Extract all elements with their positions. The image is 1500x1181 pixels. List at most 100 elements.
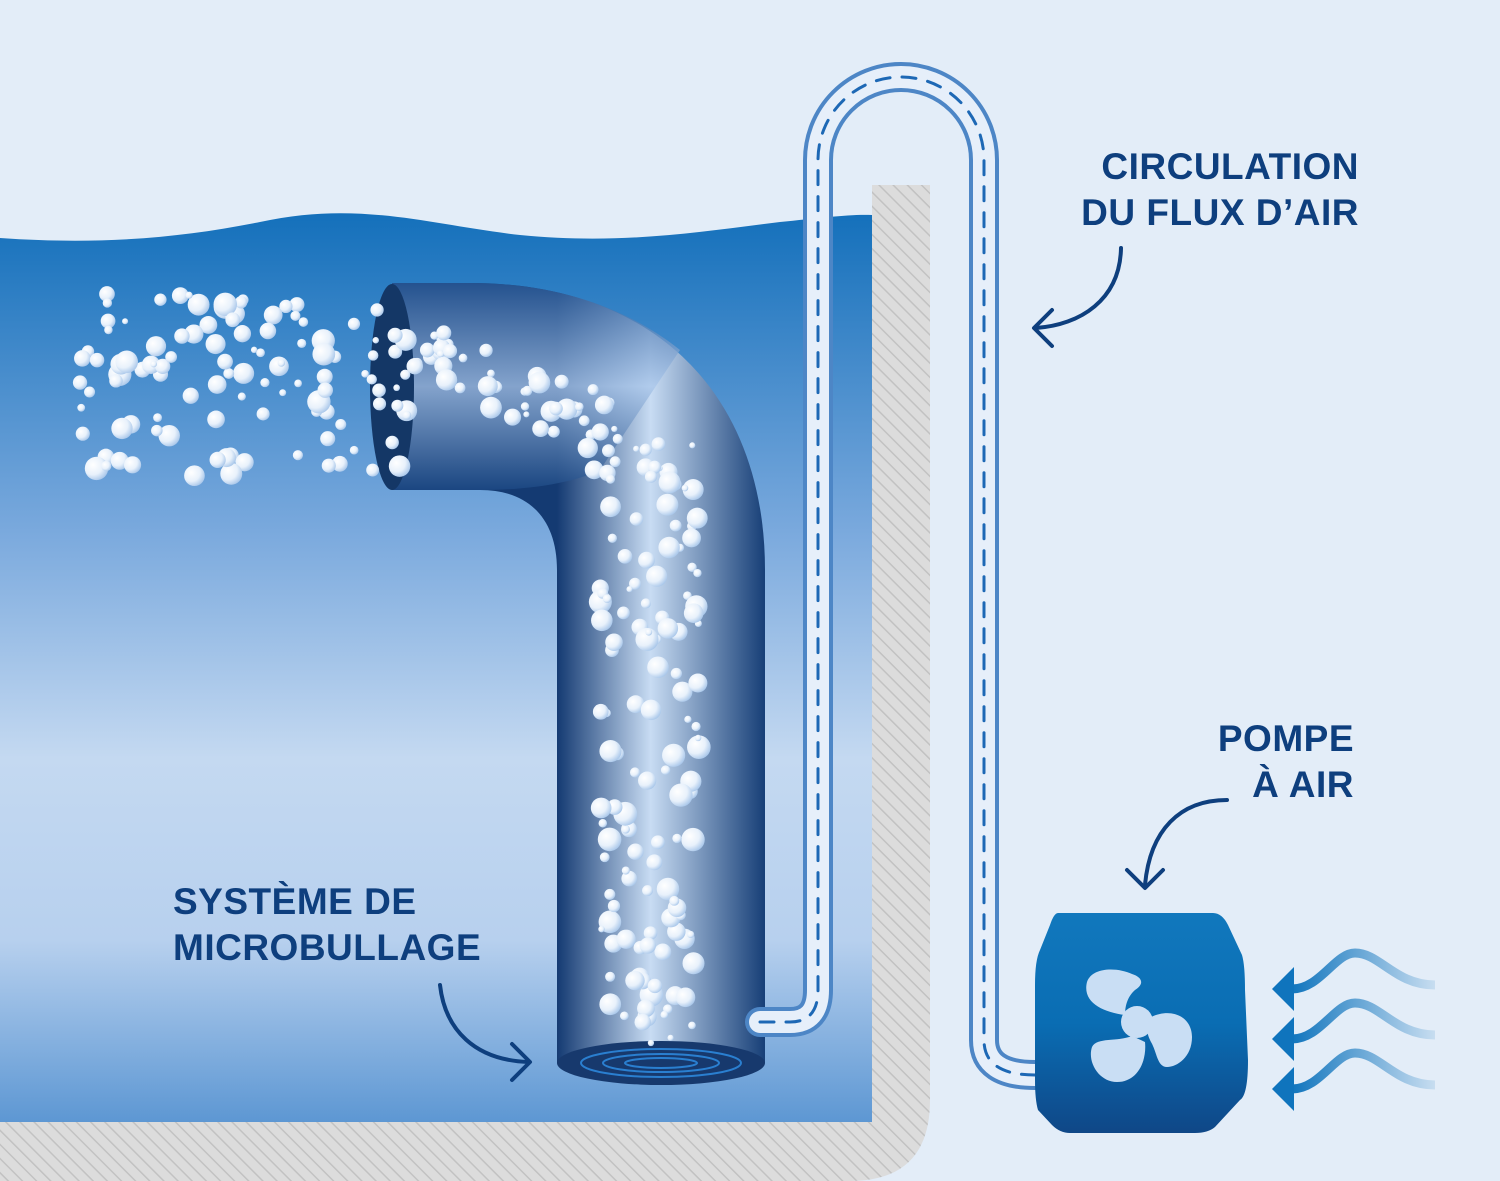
bubble-icon xyxy=(591,423,609,441)
bubble-icon xyxy=(635,627,659,651)
bubble-icon xyxy=(294,379,302,388)
bubble-icon xyxy=(599,852,610,863)
bubble-icon xyxy=(669,783,693,807)
bubble-icon xyxy=(684,715,692,723)
bubble-icon xyxy=(675,987,696,1008)
bubble-icon xyxy=(621,866,630,875)
bubble-icon xyxy=(205,334,226,355)
bubble-icon xyxy=(651,835,665,850)
bubble-icon xyxy=(605,971,616,982)
bubble-icon xyxy=(104,325,113,335)
bubble-icon xyxy=(320,431,336,447)
bubble-icon xyxy=(634,1013,651,1031)
bubble-icon xyxy=(640,699,662,721)
bubble-icon xyxy=(477,376,498,397)
bubble-icon xyxy=(225,312,241,328)
bubble-icon xyxy=(660,1010,669,1019)
bubble-icon xyxy=(150,360,157,368)
bubble-icon xyxy=(532,420,549,438)
bubble-icon xyxy=(182,387,199,404)
bubble-icon xyxy=(621,870,638,887)
bubble-icon xyxy=(366,374,377,385)
bubble-icon xyxy=(84,456,109,481)
arrow-icon xyxy=(1272,967,1294,1111)
bubble-icon xyxy=(669,519,682,532)
bubble-icon xyxy=(207,410,225,429)
bubble-icon xyxy=(693,568,702,578)
bubble-icon xyxy=(522,385,533,396)
bubble-icon xyxy=(669,895,680,906)
bubble-icon xyxy=(250,346,258,354)
bubble-icon xyxy=(72,375,88,390)
bubble-icon xyxy=(626,586,633,593)
bubble-icon xyxy=(263,305,283,325)
bubble-icon xyxy=(642,885,654,897)
bubble-icon xyxy=(694,734,702,742)
bubble-icon xyxy=(688,1021,696,1030)
bubble-icon xyxy=(605,633,623,652)
bubble-icon xyxy=(592,703,609,720)
bubble-icon xyxy=(154,293,167,306)
bubble-icon xyxy=(654,943,672,961)
bubble-icon xyxy=(577,437,598,459)
bubble-icon xyxy=(406,357,424,375)
bubble-icon xyxy=(607,533,617,543)
bubble-icon xyxy=(616,929,636,949)
bubble-icon xyxy=(269,356,289,377)
bubble-icon xyxy=(656,493,679,516)
bubble-icon xyxy=(556,398,578,420)
bubble-icon xyxy=(75,426,90,441)
bubble-icon xyxy=(672,681,693,702)
bubble-icon xyxy=(625,970,645,991)
bubble-icon xyxy=(657,618,679,639)
bubble-icon xyxy=(487,369,495,378)
bubble-icon xyxy=(292,450,303,461)
bubble-icon xyxy=(574,402,584,411)
bubble-icon xyxy=(647,978,663,994)
bubble-icon xyxy=(153,413,162,423)
bubble-icon xyxy=(402,410,412,420)
bubble-icon xyxy=(388,455,411,477)
bubble-icon xyxy=(233,362,255,384)
bubble-icon xyxy=(145,336,167,357)
bubble-icon xyxy=(297,338,307,348)
bubble-icon xyxy=(349,445,359,455)
bubble-icon xyxy=(584,460,604,480)
bubble-icon xyxy=(648,460,662,474)
bubble-icon xyxy=(554,374,569,389)
bubble-icon xyxy=(599,740,622,763)
bubble-icon xyxy=(256,348,265,358)
bubble-icon xyxy=(290,310,301,321)
bubble-icon xyxy=(171,287,189,305)
bubble-icon xyxy=(578,415,590,427)
bubble-icon xyxy=(647,656,669,678)
bubble-icon xyxy=(662,743,686,767)
bubble-icon xyxy=(647,1039,655,1047)
bubble-icon xyxy=(528,371,551,394)
bubble-icon xyxy=(435,369,458,391)
pump-label: POMPE À AIR xyxy=(1218,716,1354,808)
bubble-icon xyxy=(594,395,614,415)
arrow-icon xyxy=(438,983,532,1082)
bubble-icon xyxy=(436,325,452,341)
bubble-icon xyxy=(335,418,347,430)
bubble-icon xyxy=(372,383,386,398)
bubble-icon xyxy=(627,843,644,860)
bubble-icon xyxy=(391,399,404,412)
microbubble-label-line: SYSTÈME DE xyxy=(173,881,417,922)
bubble-icon xyxy=(646,854,663,871)
bubble-icon xyxy=(638,771,657,790)
bubble-icon xyxy=(612,433,623,444)
bubble-icon xyxy=(184,465,205,487)
bubble-icon xyxy=(503,408,522,426)
bubble-icon xyxy=(174,328,190,344)
bubble-icon xyxy=(199,316,218,334)
bubble-icon xyxy=(629,577,642,590)
bubble-icon xyxy=(587,384,599,396)
bubble-icon xyxy=(549,401,563,416)
bubble-icon xyxy=(605,474,615,484)
bubble-icon xyxy=(682,528,701,548)
bubble-icon xyxy=(621,825,630,834)
bubble-icon xyxy=(645,628,653,636)
bubble-icon xyxy=(366,463,380,477)
